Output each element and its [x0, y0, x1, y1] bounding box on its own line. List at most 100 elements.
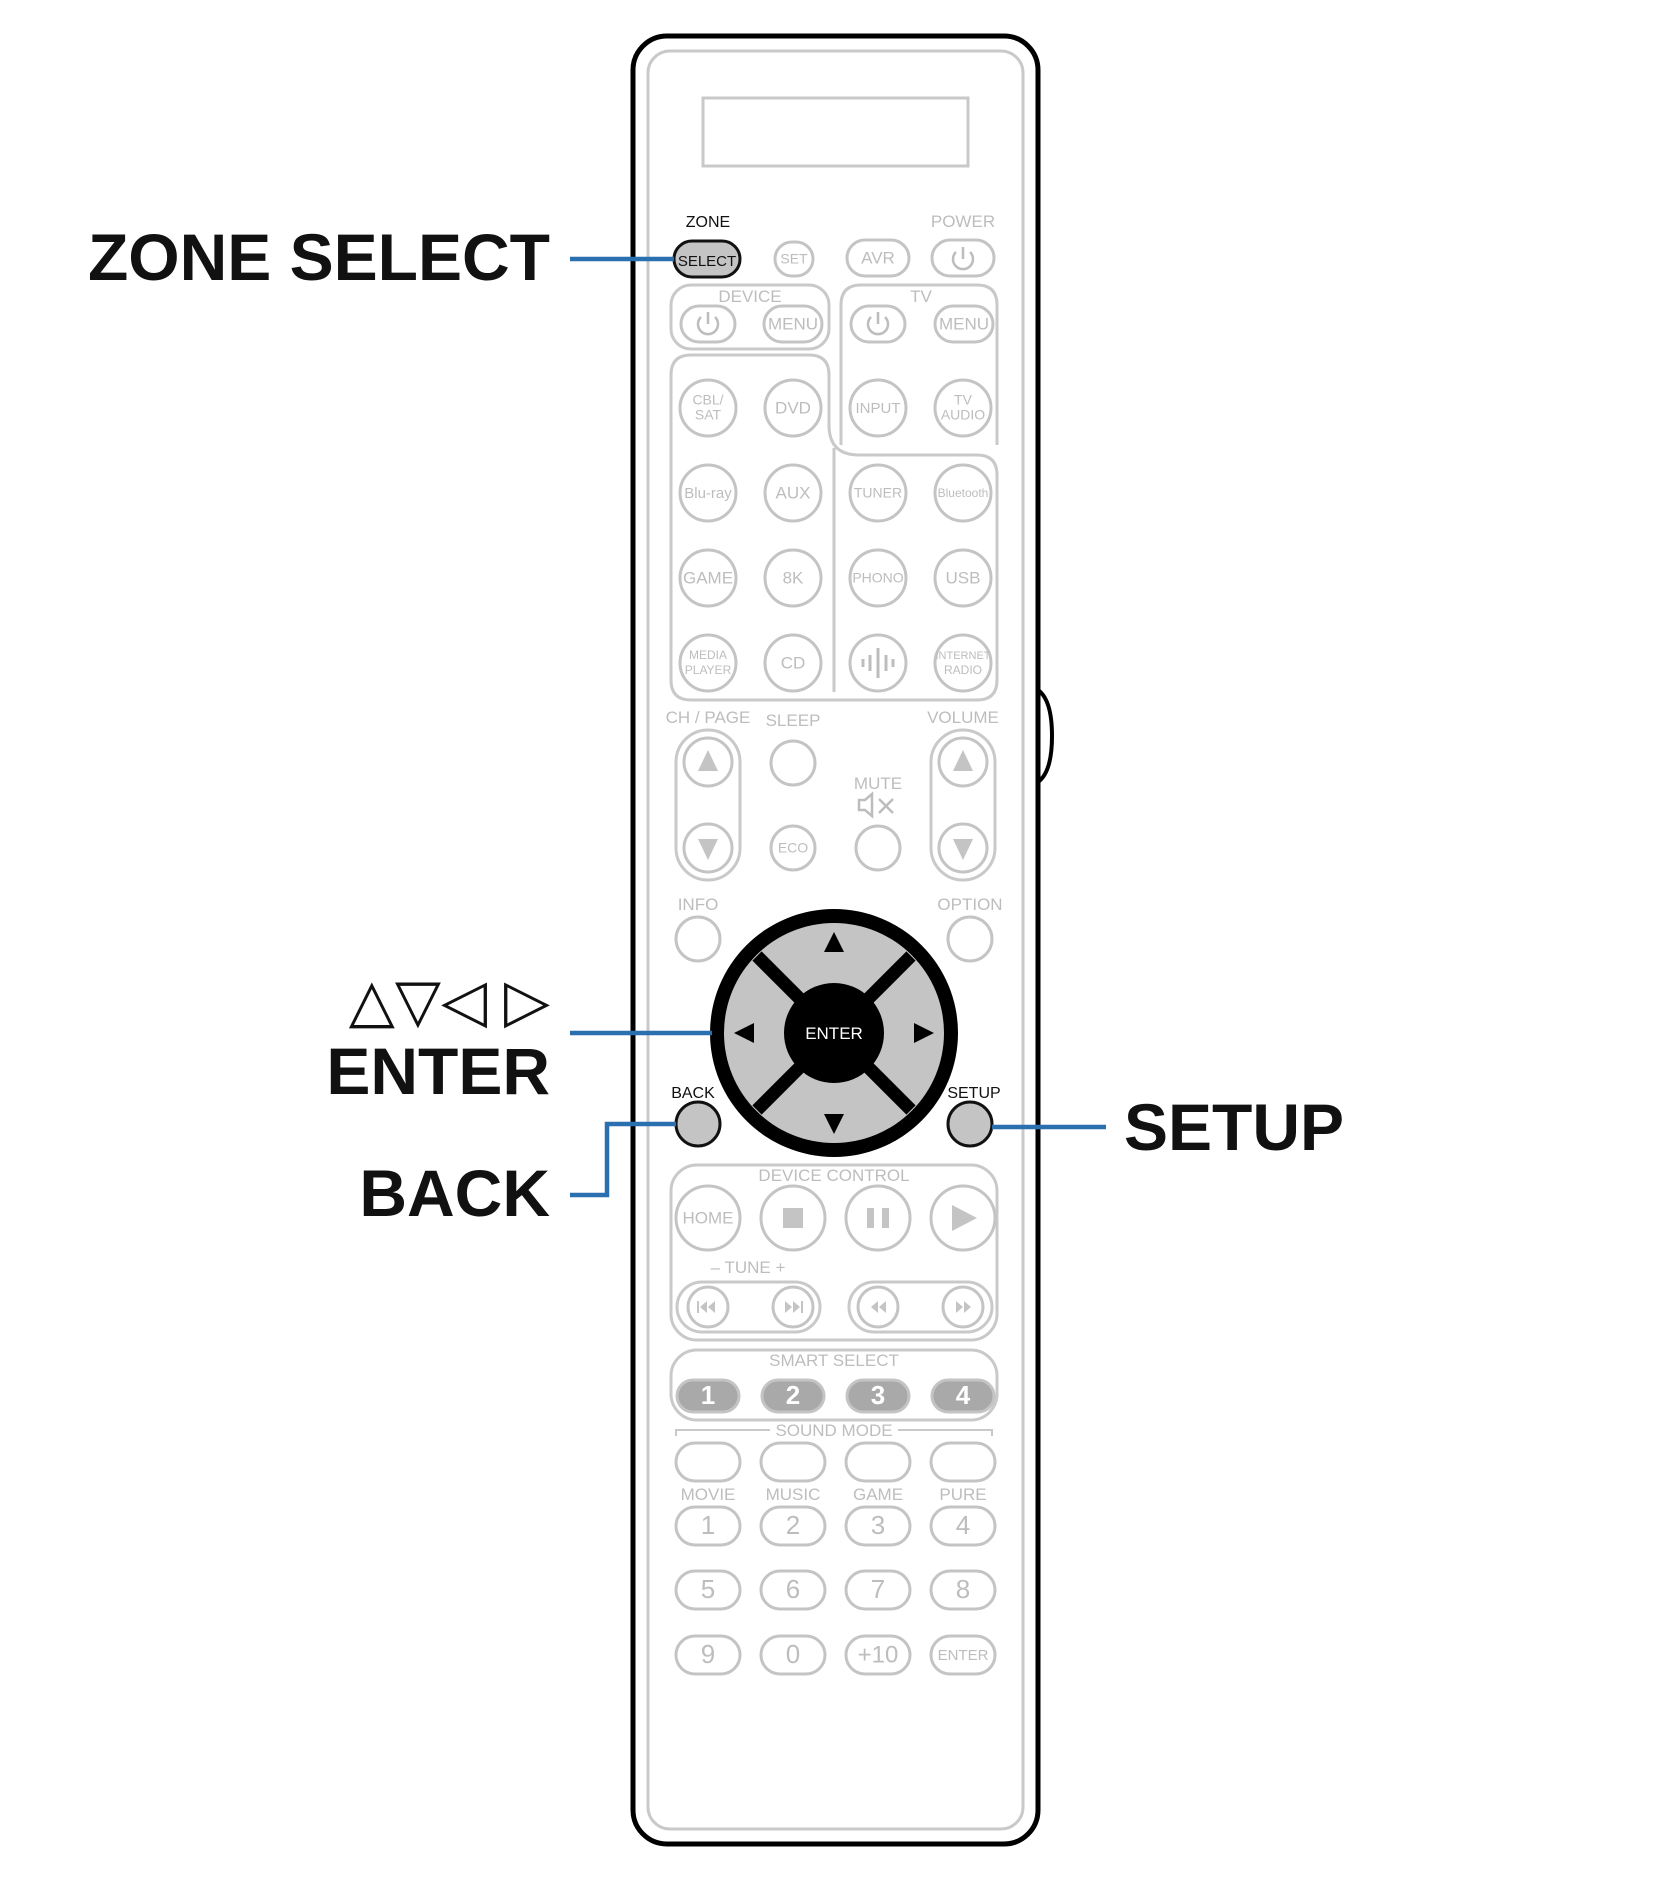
movie-label: MOVIE	[681, 1485, 736, 1504]
smart-select-3-button[interactable]	[845, 1378, 911, 1414]
fast-forward-icon	[956, 1301, 971, 1313]
back-button[interactable]	[674, 1100, 722, 1148]
home-label: HOME	[683, 1208, 734, 1227]
numpad-enter-button[interactable]	[929, 1634, 997, 1676]
dvd-button[interactable]	[763, 378, 823, 438]
power-icon	[951, 247, 975, 271]
pure-label: PURE	[939, 1485, 986, 1504]
movie-button[interactable]	[674, 1441, 742, 1483]
enter-button[interactable]: ENTER	[805, 1024, 863, 1043]
smart-select-4-button[interactable]	[930, 1378, 996, 1414]
8k-button[interactable]	[763, 548, 823, 608]
callout-back-line	[570, 1121, 676, 1198]
key-4[interactable]	[929, 1505, 997, 1547]
usb-button[interactable]	[933, 548, 993, 608]
phono-label: PHONO	[852, 570, 903, 586]
smart-select-2-button[interactable]	[760, 1378, 826, 1414]
tv-menu-button[interactable]	[933, 304, 995, 344]
cursor-left-button[interactable]	[734, 1023, 754, 1043]
sleep-label: SLEEP	[766, 711, 821, 730]
back-label: BACK	[671, 1085, 715, 1102]
bluetooth-button[interactable]	[933, 463, 993, 523]
source-group	[669, 353, 999, 702]
key-0-label: 0	[786, 1639, 800, 1669]
media-player-button[interactable]	[678, 633, 738, 693]
sleep-button[interactable]	[769, 739, 817, 787]
smart-select-1-button[interactable]	[675, 1378, 741, 1414]
smart-select-title: SMART SELECT	[769, 1351, 899, 1370]
tune-label: – TUNE +	[711, 1258, 786, 1277]
callout-back: BACK	[359, 1156, 550, 1230]
avr-button[interactable]	[845, 238, 911, 278]
key-8[interactable]	[929, 1569, 997, 1611]
input-button[interactable]	[848, 378, 908, 438]
key-1[interactable]	[674, 1505, 742, 1547]
setup-button[interactable]	[946, 1100, 994, 1148]
cursor-up-button[interactable]	[824, 932, 844, 952]
key-7[interactable]	[844, 1569, 912, 1611]
zone-label: ZONE	[686, 214, 730, 231]
key-plus-10[interactable]	[844, 1634, 912, 1676]
player-label: PLAYER	[685, 663, 732, 677]
cursor-down-button[interactable]	[824, 1114, 844, 1134]
internet-radio-button[interactable]	[933, 633, 993, 693]
pause-button[interactable]	[844, 1184, 912, 1252]
mute-button[interactable]	[854, 824, 902, 872]
set-button[interactable]	[773, 240, 815, 278]
key-9[interactable]	[674, 1634, 742, 1676]
aux-label: AUX	[776, 483, 811, 502]
key-8-label: 8	[956, 1574, 970, 1604]
pause-icon	[867, 1208, 889, 1228]
callout-zone-select: ZONE SELECT	[88, 220, 550, 294]
sat-label: SAT	[695, 407, 722, 423]
smart-select-buttons: 1 2 3 4	[675, 1378, 996, 1414]
8k-label: 8K	[783, 568, 804, 587]
setup-label: SETUP	[947, 1085, 1000, 1102]
game-mode-label: GAME	[853, 1485, 903, 1504]
key-6[interactable]	[759, 1569, 827, 1611]
key-3[interactable]	[844, 1505, 912, 1547]
tv-audio-button[interactable]	[933, 378, 993, 438]
pure-button[interactable]	[929, 1441, 997, 1483]
key-0[interactable]	[759, 1634, 827, 1676]
callout-arrows: △▽◁ ▷	[349, 967, 550, 1034]
avr-label: AVR	[861, 248, 895, 267]
down-arrow-icon	[698, 839, 718, 860]
remote-display	[701, 96, 970, 168]
down-arrow-icon	[953, 839, 973, 860]
key-plus-10-label: +10	[858, 1641, 899, 1668]
info-button[interactable]	[674, 915, 722, 963]
cbl-sat-button[interactable]	[678, 378, 738, 438]
callout-setup: SETUP	[1124, 1090, 1344, 1164]
device-menu-button[interactable]	[762, 304, 824, 344]
rewind-icon	[871, 1301, 886, 1313]
usb-label: USB	[946, 568, 981, 587]
option-button[interactable]	[946, 915, 994, 963]
key-2[interactable]	[759, 1505, 827, 1547]
home-button[interactable]	[674, 1184, 742, 1252]
ch-page-label: CH / PAGE	[666, 708, 751, 727]
device-control-title: DEVICE CONTROL	[758, 1166, 909, 1185]
tuner-button[interactable]	[848, 463, 908, 523]
key-4-label: 4	[956, 1510, 970, 1540]
bluray-button[interactable]	[678, 463, 738, 523]
tv-label: TV	[910, 287, 932, 306]
up-arrow-icon	[953, 750, 973, 771]
key-2-label: 2	[786, 1510, 800, 1540]
sound-mode-title: SOUND MODE	[775, 1421, 892, 1440]
aux-button[interactable]	[763, 463, 823, 523]
cd-button[interactable]	[763, 633, 823, 693]
phono-button[interactable]	[848, 548, 908, 608]
game-source-button[interactable]	[678, 548, 738, 608]
key-5[interactable]	[674, 1569, 742, 1611]
tv-audio-label-2: AUDIO	[941, 407, 985, 423]
zone-select-label: SELECT	[678, 253, 736, 270]
music-button[interactable]	[759, 1441, 827, 1483]
eco-button[interactable]	[769, 824, 817, 872]
game-mode-button[interactable]	[844, 1441, 912, 1483]
smart-select-3-label: 3	[871, 1380, 885, 1410]
cursor-right-button[interactable]	[914, 1023, 934, 1043]
search-rocker	[847, 1280, 994, 1334]
heos-icon	[861, 648, 895, 678]
